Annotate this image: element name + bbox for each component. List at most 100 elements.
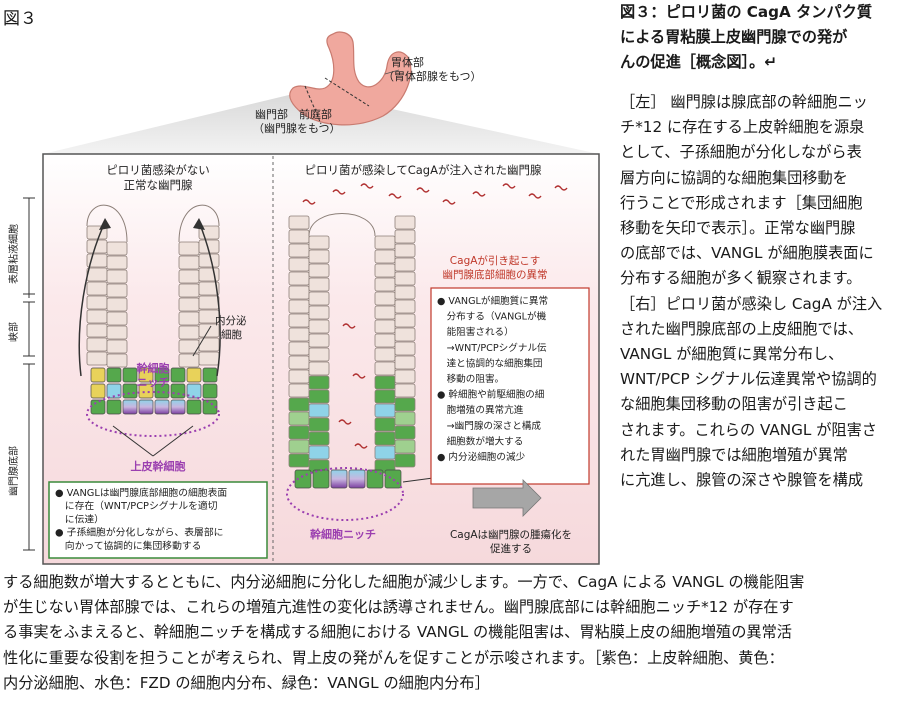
gland-cell [198,295,220,310]
gland-cell [308,417,330,432]
caption-line: WNT/PCP シグナル伝達異常や協調的 [620,370,877,389]
caption-line: ［左］ 幽門腺は腺底部の幹細胞ニッ [620,93,868,111]
gland-cell [374,361,396,376]
gland-cell [178,269,200,284]
gland-cell [288,369,310,384]
endocrine-label-1: 内分泌 [215,314,247,327]
gland-cell [394,215,416,230]
caption-line: 性化に重要な役割を担うことが考えられ、胃上皮の発がんを促すことが示唆されます。［… [3,648,784,667]
gland-cell [394,299,416,314]
stomach-body-label: 胃体部 [391,55,424,69]
axis-base-label: 幽門腺底部 [7,446,20,496]
gland-cell [308,305,330,320]
result-arrow [472,479,542,517]
gland-cell [288,397,310,412]
h-pylori-bacterium [528,193,542,199]
gland-cell [198,267,220,282]
gland-cell [394,439,416,454]
gland-cell [288,215,310,230]
base-cell [122,383,138,399]
h-pylori-bacterium [338,419,352,425]
gland-cell [308,445,330,460]
gland-cell [178,353,200,368]
caption-title-line: 図３：ピロリ菌の CagA タンパク質 [620,3,873,21]
gland-cell [394,383,416,398]
h-pylori-bacterium [472,191,486,197]
gland-cell [394,425,416,440]
stomach-body-sublabel: （胃体部腺をもつ） [383,69,482,83]
gland-cell [308,375,330,390]
gland-cell [288,355,310,370]
h-pylori-bacterium [354,443,368,449]
gland-cell [374,263,396,278]
gland-cell [288,425,310,440]
gland-cell [308,235,330,250]
gland-cell [106,297,128,312]
gland-cell [394,229,416,244]
h-pylori-bacterium [554,185,568,191]
gland-cell [288,411,310,426]
infected-gland [286,183,568,521]
base-cell [170,399,186,415]
gland-cell [308,291,330,306]
base-cell [170,367,186,383]
figure-label: 図３ [3,9,37,29]
gland-cell [308,249,330,264]
gland-cell [288,299,310,314]
gland-cell [308,319,330,334]
base-cell [330,469,348,489]
right-panel-title: ピロリ菌が感染してCagAが注入された幽門腺 [305,163,542,177]
base-cell [312,469,330,489]
caption-line: れた胃幽門腺では細胞増殖が異常 [620,445,848,464]
abnormal-item-line: 移動の阻害。 [437,373,504,385]
abnormal-item-line: 胞増殖の異常亢進 [437,404,524,416]
gland-cell [86,295,108,310]
base-cell [170,383,186,399]
caption-line: 内分泌細胞、水色：FZD の細胞内分布、緑色：VANGL の細胞内分布］ [3,673,490,692]
abnormal-item-line: ● 幹細胞や前駆細胞の細 [437,389,544,401]
gland-cell [86,337,108,352]
gland-cell [288,439,310,454]
axis-isthmus-label: 峡部 [7,322,20,342]
gland-cell [374,305,396,320]
gland-cell [374,445,396,460]
abnormal-item-line: →WNT/PCPシグナル伝 [437,342,547,354]
abnormal-item-line: 達と協調的な細胞集団 [437,357,543,369]
gland-cell [198,351,220,366]
base-cell [202,367,218,383]
gland-cell [394,341,416,356]
h-pylori-bacterium [502,183,516,189]
base-cell [106,383,122,399]
endocrine-label-2: 細胞 [221,328,242,341]
stem-cell-label: 上皮幹細胞 [131,459,186,473]
gland-cell [394,271,416,286]
gland-cell [394,397,416,412]
h-pylori-bacterium [360,183,374,189]
base-cell [90,367,106,383]
gland-cell [288,257,310,272]
gland-cell [394,243,416,258]
caption-title-line: による胃粘膜上皮幽門腺での発が [620,28,848,47]
caption-line: 分布する細胞が多く観察されます。 [620,269,862,288]
gland-cell [198,337,220,352]
gland-cell [308,361,330,376]
gland-cell [178,283,200,298]
caption-line: の底部では、VANGL が細胞膜表面に [620,244,874,263]
gland-cell [308,263,330,278]
base-cell [202,383,218,399]
gland-cell [374,291,396,306]
caption-line: が生じない胃体部腺では、これらの増殖亢進性の変化は誘導されません。幽門腺底部には… [3,598,794,617]
caption-title-line: んの促進［概念図］。↵ [620,53,778,72]
base-cell [138,367,154,383]
gland-cell [374,403,396,418]
gland-cell [374,333,396,348]
gland-cell [288,313,310,328]
abnormal-title-1: CagAが引き起こす [450,254,540,267]
left-note-line: 向かって協調的に集団移動する [55,539,201,552]
gland-cell [308,333,330,348]
h-pylori-bacterium [302,199,316,205]
left-note-box [48,481,268,559]
gland-cell [106,241,128,256]
result-text-1: CagAは幽門腺の腫瘍化を [450,528,572,541]
gland-cell [394,285,416,300]
